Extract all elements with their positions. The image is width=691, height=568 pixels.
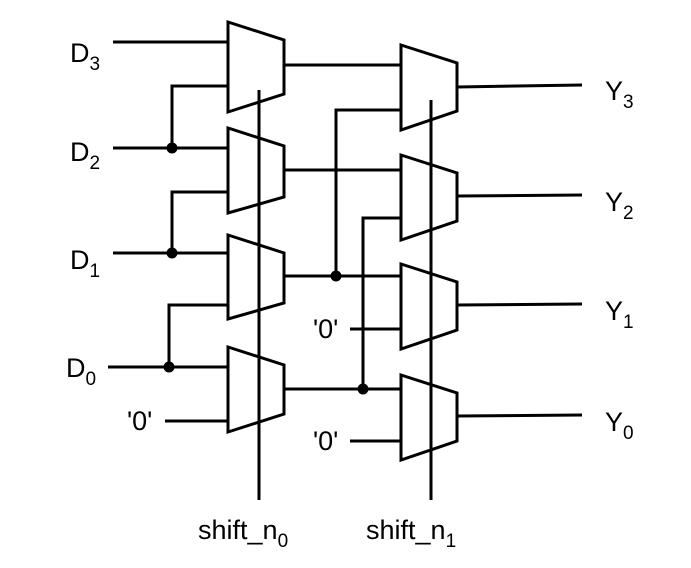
label-y1: Y1: [605, 296, 634, 333]
junction-s1-0: [357, 383, 369, 395]
mux-stage1-0: [226, 344, 286, 435]
wire-d2-to-mux3-bottom: [170, 84, 228, 148]
junction-d1: [166, 247, 178, 259]
label-zero-stage1: '0': [127, 406, 152, 436]
label-y0: Y0: [605, 407, 634, 444]
mux-stage1-2: [226, 125, 286, 215]
wire-y0: [456, 413, 583, 418]
label-d1: D1: [70, 245, 100, 282]
wire-s1-0-to-s2-2-bottom: [361, 216, 401, 389]
wire-d1-to-mux2-bottom: [170, 190, 228, 253]
wire-y1: [456, 302, 583, 307]
mux-stage2-1: [399, 261, 459, 352]
wire-y2: [456, 193, 583, 198]
label-zero-stage2-1: '0': [313, 314, 338, 344]
label-shift-n1: shift_n1: [366, 515, 456, 552]
label-d0: D0: [66, 353, 96, 390]
junction-s1-1: [330, 270, 342, 282]
wire-d0-to-mux1-bottom: [167, 303, 228, 367]
label-zero-stage2-0: '0': [313, 426, 338, 456]
wire-y3: [456, 83, 583, 89]
mux-stage1-1: [226, 232, 286, 321]
wire-s1-1-to-s2-3-bottom: [334, 108, 401, 276]
label-shift-n0: shift_n0: [198, 515, 288, 552]
label-y2: Y2: [605, 187, 634, 224]
mux-stage2-0: [399, 372, 459, 463]
junction-d2: [166, 142, 178, 154]
label-y3: Y3: [605, 76, 634, 113]
label-d3: D3: [70, 38, 100, 75]
mux-stage1-3: [226, 19, 286, 115]
junction-d0: [163, 361, 175, 373]
label-d2: D2: [70, 137, 100, 174]
mux-stage2-2: [399, 152, 459, 243]
mux-stage2-3: [399, 42, 459, 133]
